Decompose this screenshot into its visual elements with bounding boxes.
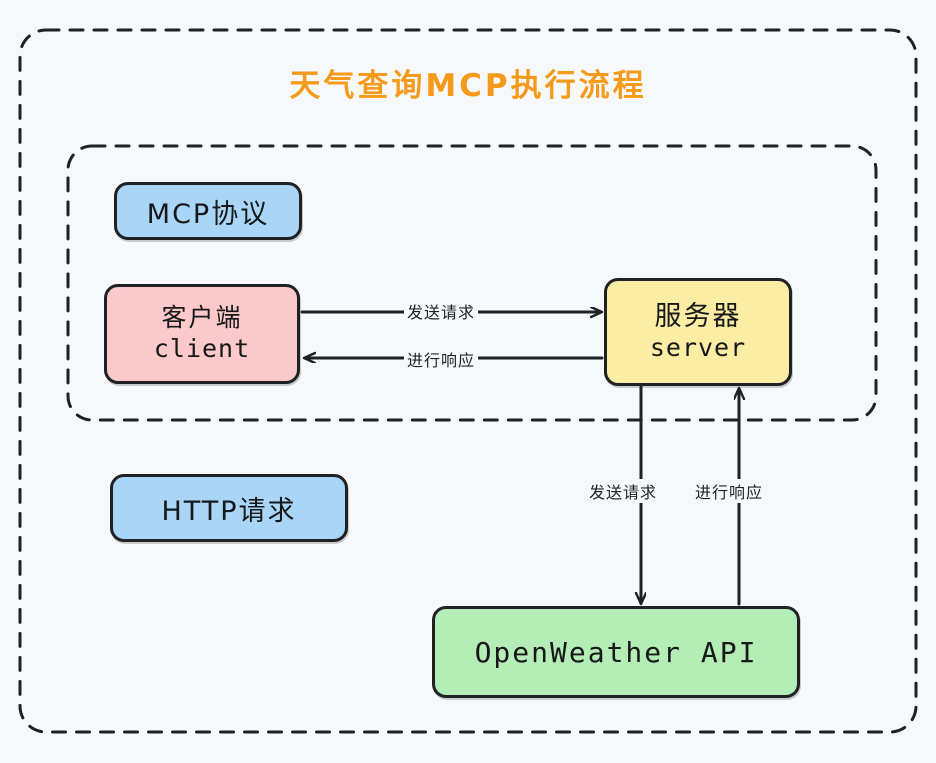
mcp-dashed-frame: [66, 144, 878, 422]
node-server-label-en: server: [649, 332, 747, 362]
outer-dashed-frame: [18, 28, 918, 734]
node-client[interactable]: 客户端 client: [104, 284, 300, 384]
node-mcp-protocol[interactable]: MCP协议: [114, 182, 302, 240]
node-client-label-en: client: [153, 333, 251, 363]
node-mcp-protocol-label: MCP协议: [146, 198, 270, 230]
edge-label-server-to-api: 发送请求: [586, 479, 661, 503]
node-openweather-api-label: OpenWeather API: [474, 635, 758, 669]
node-http-request[interactable]: HTTP请求: [110, 474, 348, 542]
edge-label-api-to-server: 进行响应: [692, 479, 767, 503]
edge-label-server-to-client: 进行响应: [404, 347, 479, 371]
node-http-request-label: HTTP请求: [161, 495, 297, 527]
diagram-title: 天气查询MCP执行流程: [289, 68, 647, 104]
edge-label-client-to-server: 发送请求: [404, 299, 479, 323]
node-server-label-cn: 服务器: [654, 300, 742, 332]
node-openweather-api[interactable]: OpenWeather API: [432, 606, 800, 698]
node-client-label-cn: 客户端: [161, 303, 243, 332]
node-server[interactable]: 服务器 server: [604, 278, 792, 386]
